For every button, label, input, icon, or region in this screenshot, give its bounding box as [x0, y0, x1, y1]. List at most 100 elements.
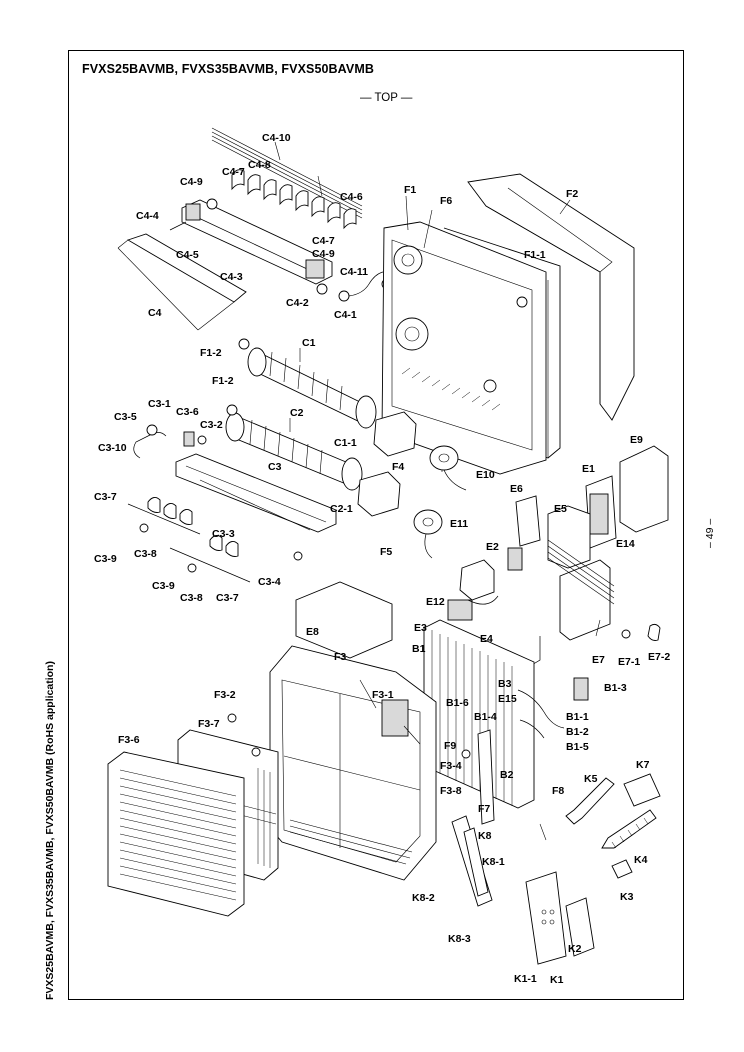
label-c3-9b: C3-9: [152, 580, 175, 592]
label-e15: E15: [498, 693, 517, 705]
label-c4-7: C4-7: [222, 166, 245, 178]
label-c3-5: C3-5: [114, 411, 137, 423]
label-k4: K4: [634, 854, 648, 866]
label-c3-9: C3-9: [94, 553, 117, 565]
label-c1: C1: [302, 337, 316, 349]
label-c1-1: C1-1: [334, 437, 357, 449]
label-b1-1: B1-1: [566, 711, 589, 723]
vane-frame-drawing: [127, 424, 337, 583]
accessories-drawing: [451, 773, 661, 965]
label-c3-6: C3-6: [176, 406, 199, 418]
label-f4: F4: [392, 461, 404, 473]
label-c4-2: C4-2: [286, 297, 309, 309]
label-c3-8: C3-8: [134, 548, 157, 560]
label-c4-6: C4-6: [340, 191, 363, 203]
label-k8: K8: [478, 830, 492, 842]
label-c4-4: C4-4: [136, 210, 159, 222]
front-panel-drawing: [107, 645, 471, 917]
label-c3-3: C3-3: [212, 528, 235, 540]
label-c3-4: C3-4: [258, 576, 281, 588]
label-b2: B2: [500, 769, 514, 781]
label-f3-1: F3-1: [372, 689, 394, 701]
label-f3-4: F3-4: [440, 760, 462, 772]
page-title: FVXS25BAVMB, FVXS35BAVMB, FVXS50BAVMB: [82, 62, 374, 76]
orientation-label: — TOP —: [360, 92, 413, 104]
label-c2: C2: [290, 407, 304, 419]
label-e1: E1: [582, 463, 595, 475]
part-labels: C4-10 C4-8 C4-7 C4-9 C4-6 C4-4 C4-7 C4-9…: [94, 132, 670, 986]
label-b3: B3: [498, 678, 512, 690]
label-f9: F9: [444, 740, 456, 752]
label-c4-7b: C4-7: [312, 235, 335, 247]
label-b1-5: B1-5: [566, 741, 589, 753]
fan-motors-drawing: [357, 411, 467, 559]
label-k2: K2: [568, 943, 582, 955]
label-b1-2: B1-2: [566, 726, 589, 738]
label-k7: K7: [636, 759, 650, 771]
label-k5: K5: [584, 773, 598, 785]
label-f3-6: F3-6: [118, 734, 140, 746]
electrical-components-drawing: [447, 445, 669, 667]
electrical-cover-drawing: [295, 581, 393, 659]
label-e8: E8: [306, 626, 319, 638]
label-e14: E14: [616, 538, 635, 550]
label-c4-3: C4-3: [220, 271, 243, 283]
label-f3: F3: [334, 651, 346, 663]
label-k1: K1: [550, 974, 564, 986]
label-f8: F8: [552, 785, 564, 797]
label-b1-3: B1-3: [604, 682, 627, 694]
label-f3-2: F3-2: [214, 689, 236, 701]
label-e9: E9: [630, 434, 643, 446]
label-c3-2: C3-2: [200, 419, 223, 431]
label-e7-2: E7-2: [648, 651, 670, 663]
label-k3: K3: [620, 891, 634, 903]
label-c4-9b: C4-9: [312, 248, 335, 260]
label-b1-4: B1-4: [474, 711, 497, 723]
label-c3-10: C3-10: [98, 442, 127, 454]
label-c4-5: C4-5: [176, 249, 199, 261]
label-e6: E6: [510, 483, 523, 495]
label-c2-1: C2-1: [330, 503, 353, 515]
label-e2: E2: [486, 541, 499, 553]
label-f1-2b: F1-2: [212, 375, 234, 387]
label-f1-2: F1-2: [200, 347, 222, 359]
label-b1-6: B1-6: [446, 697, 469, 709]
label-f1-1: F1-1: [524, 249, 546, 261]
louver-assembly-drawing: [117, 127, 393, 331]
label-f6: F6: [440, 195, 452, 207]
label-c4-8: C4-8: [248, 159, 271, 171]
label-c4-10: C4-10: [262, 132, 291, 144]
label-c3-7: C3-7: [94, 491, 117, 503]
page-frame: [68, 50, 684, 1000]
label-k8-1: K8-1: [482, 856, 505, 868]
label-e7-1: E7-1: [618, 656, 640, 668]
cross-flow-fans-drawing: [225, 338, 377, 491]
label-e3: E3: [414, 622, 427, 634]
label-c4-1: C4-1: [334, 309, 357, 321]
label-f3-7: F3-7: [198, 718, 220, 730]
label-f2: F2: [566, 188, 578, 200]
label-c4-9: C4-9: [180, 176, 203, 188]
label-k8-3: K8-3: [448, 933, 471, 945]
leader-lines: [274, 141, 601, 841]
label-c4-11: C4-11: [340, 266, 368, 278]
label-f7: F7: [478, 803, 490, 815]
label-e7: E7: [592, 654, 605, 666]
label-c3-1: C3-1: [148, 398, 171, 410]
housing-drawing: [381, 173, 635, 475]
label-e11: E11: [450, 518, 468, 530]
label-f5: F5: [380, 546, 392, 558]
label-f1: F1: [404, 184, 416, 196]
heat-exchanger-drawing: [423, 619, 589, 825]
label-c3-7b: C3-7: [216, 592, 239, 604]
label-c4: C4: [148, 307, 162, 319]
label-f3-8: F3-8: [440, 785, 462, 797]
label-e5: E5: [554, 503, 567, 515]
label-b1: B1: [412, 643, 426, 655]
label-c3-8b: C3-8: [180, 592, 203, 604]
label-k1-1: K1-1: [514, 973, 537, 985]
label-e10: E10: [476, 469, 495, 481]
label-e4: E4: [480, 633, 493, 645]
label-c3: C3: [268, 461, 282, 473]
